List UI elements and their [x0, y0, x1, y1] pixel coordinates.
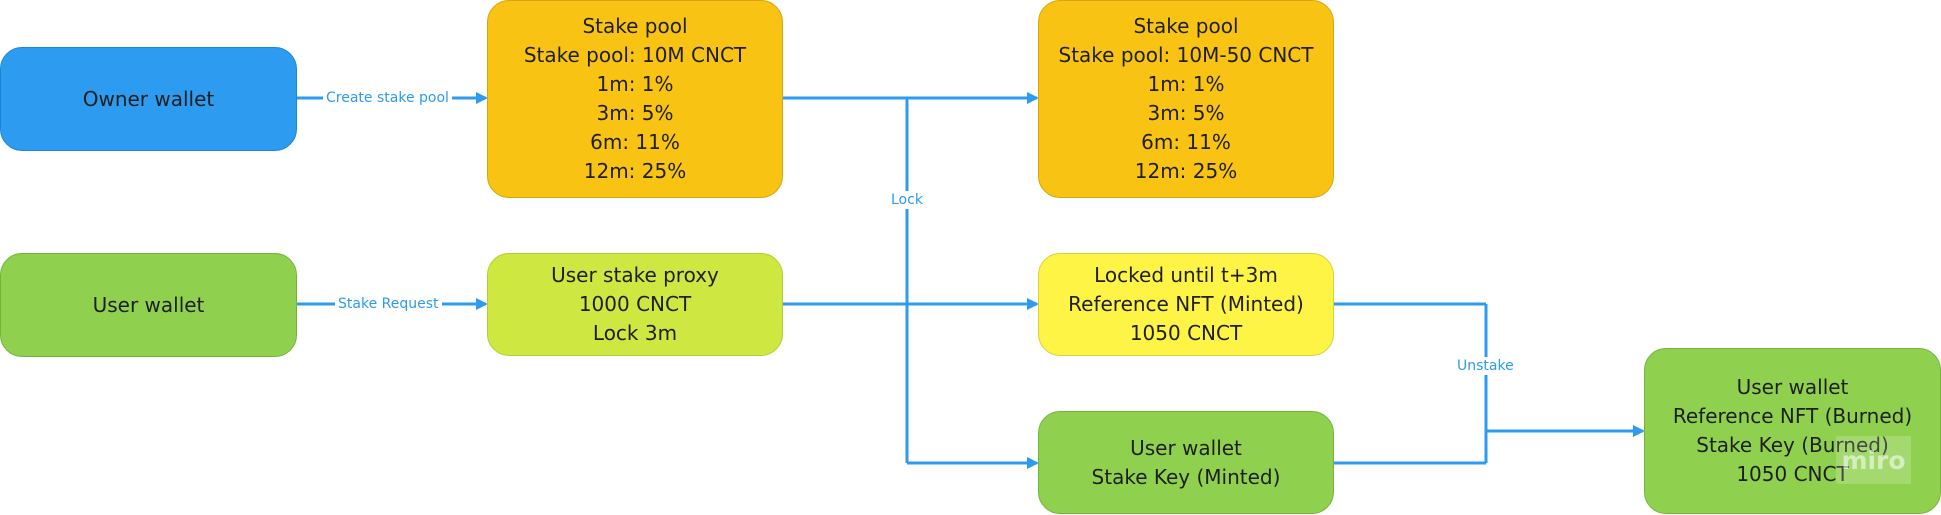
rate-6m: 6m: 11% — [1141, 130, 1231, 154]
proxy-amount: 1000 CNCT — [578, 292, 692, 316]
proxy-lock-period: Lock 3m — [592, 321, 678, 345]
owner-wallet-label: Owner wallet — [82, 86, 215, 111]
stake-key-burned: Stake Key (Burned) — [1696, 433, 1889, 457]
stake-key: Stake Key (Minted) — [1091, 464, 1281, 489]
rate-3m: 3m: 5% — [1147, 101, 1225, 125]
stake-pool-title: Stake pool — [582, 14, 688, 38]
user-wallet-title: User wallet — [1130, 435, 1242, 460]
user-wallet-title: User wallet — [1736, 375, 1849, 399]
rate-3m: 3m: 5% — [596, 101, 674, 125]
stake-pool-size: Stake pool: 10M-50 CNCT — [1058, 43, 1314, 67]
locked-until: Locked until t+3m — [1094, 263, 1278, 287]
proxy-title: User stake proxy — [551, 263, 719, 287]
locked-position-node[interactable]: Locked until t+3m Reference NFT (Minted)… — [1038, 253, 1334, 356]
create-stake-pool-label: Create stake pool — [323, 89, 452, 107]
rate-6m: 6m: 11% — [590, 130, 680, 154]
lock-label: Lock — [888, 191, 926, 209]
user-wallet-label: User wallet — [92, 292, 205, 317]
stake-request-label: Stake Request — [335, 295, 442, 313]
user-wallet-final-node[interactable]: User wallet Reference NFT (Burned) Stake… — [1644, 348, 1941, 514]
user-wallet-stake-key-node[interactable]: User wallet Stake Key (Minted) — [1038, 411, 1334, 514]
stake-pool-size: Stake pool: 10M CNCT — [523, 43, 747, 67]
rate-1m: 1m: 1% — [1147, 72, 1225, 96]
stake-pool-title: Stake pool — [1133, 14, 1239, 38]
rate-1m: 1m: 1% — [596, 72, 674, 96]
user-stake-proxy-node[interactable]: User stake proxy 1000 CNCT Lock 3m — [487, 253, 783, 356]
stake-pool-updated-node[interactable]: Stake pool Stake pool: 10M-50 CNCT 1m: 1… — [1038, 0, 1334, 198]
owner-wallet-node[interactable]: Owner wallet — [0, 47, 297, 151]
rate-12m: 12m: 25% — [583, 159, 687, 183]
reference-nft-burned: Reference NFT (Burned) — [1672, 404, 1913, 428]
final-amount: 1050 CNCT — [1736, 462, 1849, 486]
locked-amount: 1050 CNCT — [1129, 321, 1243, 345]
stake-pool-initial-node[interactable]: Stake pool Stake pool: 10M CNCT 1m: 1% 3… — [487, 0, 783, 198]
unstake-label: Unstake — [1454, 357, 1517, 375]
rate-12m: 12m: 25% — [1134, 159, 1238, 183]
user-wallet-node[interactable]: User wallet — [0, 253, 297, 357]
miro-watermark: miro — [1836, 436, 1911, 484]
reference-nft: Reference NFT (Minted) — [1068, 292, 1304, 316]
